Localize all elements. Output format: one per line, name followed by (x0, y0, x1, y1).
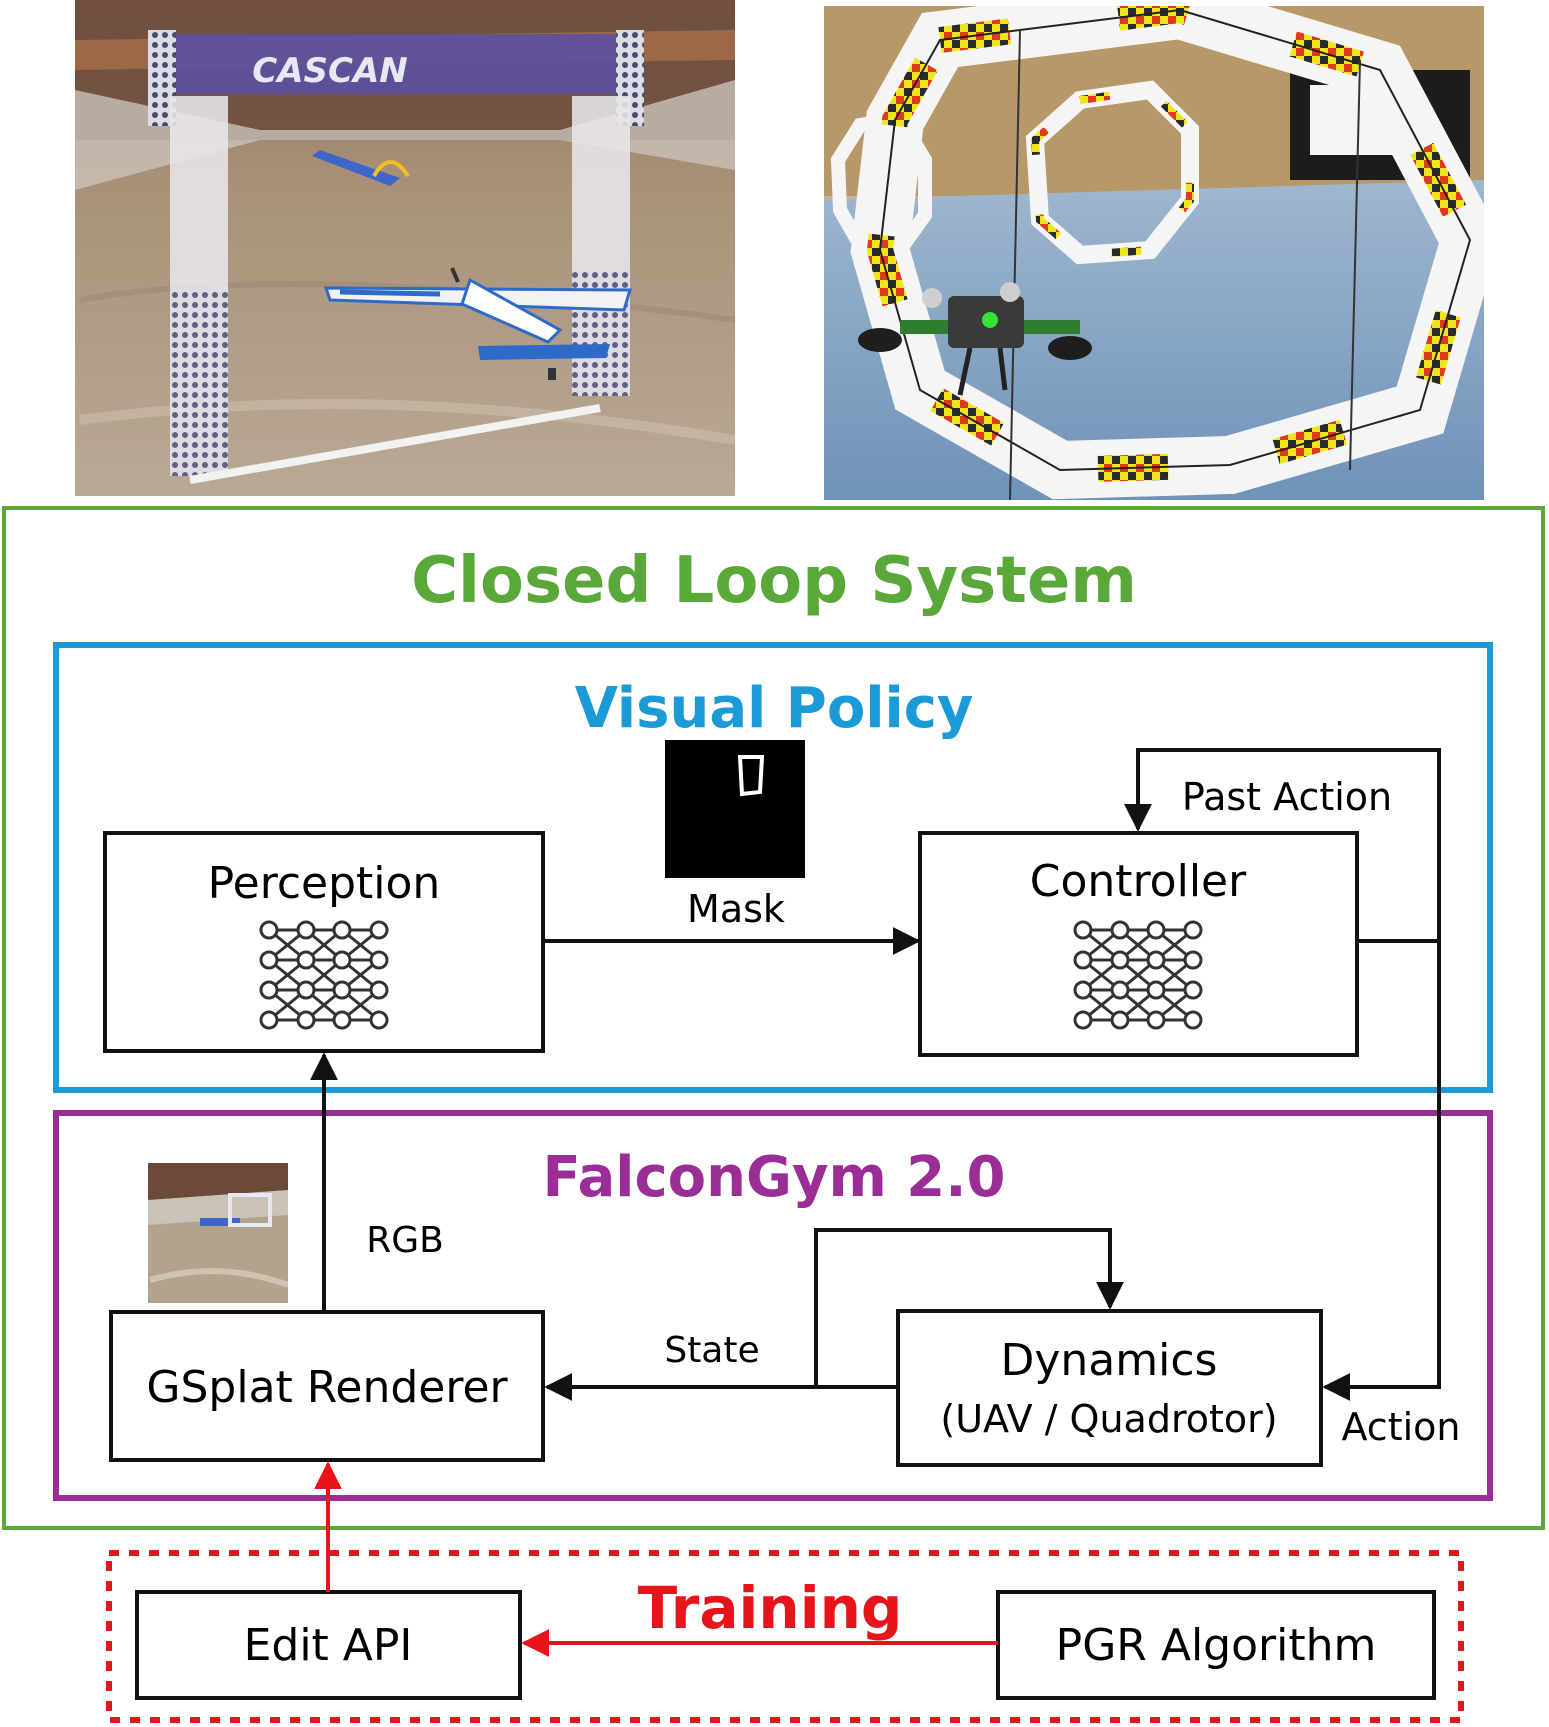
falcongym-frame (53, 1110, 1493, 1501)
nn-node (296, 920, 316, 940)
nn-node (1146, 980, 1166, 1000)
nn-node (1073, 980, 1093, 1000)
nn-node (1146, 1010, 1166, 1030)
closed-loop-frame (2, 506, 1545, 1530)
visual-policy-frame (53, 642, 1493, 1093)
pgr-algorithm-label: PGR Algorithm (1056, 1620, 1377, 1671)
controller-label: Controller (1030, 856, 1247, 907)
rgb-thumbnail (148, 1163, 288, 1303)
past-action-label: Past Action (1182, 775, 1392, 819)
nn-node (1183, 950, 1203, 970)
nn-node (1183, 1010, 1203, 1030)
nn-node (369, 1010, 389, 1030)
gsplat-renderer-box (109, 1310, 545, 1462)
nn-node (369, 980, 389, 1000)
nn-node (1146, 950, 1166, 970)
nn-node (332, 950, 352, 970)
gsplat-renderer-label: GSplat Renderer (146, 1362, 508, 1413)
nn-node (1146, 920, 1166, 940)
mask-label: Mask (687, 887, 785, 931)
nn-node (369, 920, 389, 940)
nn-node (1183, 980, 1203, 1000)
nn-node (259, 920, 279, 940)
neural-network-icon (1073, 920, 1203, 1030)
edit-api-label: Edit API (244, 1620, 413, 1671)
nn-node (1073, 950, 1093, 970)
nn-node (1073, 920, 1093, 940)
falcongym-title: FalconGym 2.0 (542, 1145, 1005, 1210)
perception-label: Perception (208, 858, 441, 909)
nn-node (369, 950, 389, 970)
rgb-label: RGB (366, 1220, 444, 1261)
dynamics-box (896, 1309, 1323, 1467)
nn-node (259, 980, 279, 1000)
nn-node (1110, 950, 1130, 970)
nn-node (1073, 1010, 1093, 1030)
dynamics-loop-arrow (814, 1228, 1124, 1387)
action-arrow (1322, 941, 1441, 1401)
nn-node (259, 1010, 279, 1030)
nn-node (1110, 920, 1130, 940)
nn-node (1110, 980, 1130, 1000)
nn-node (259, 950, 279, 970)
nn-node (332, 1010, 352, 1030)
nn-node (296, 980, 316, 1000)
training-title: Training (638, 1574, 903, 1642)
mask-image (665, 740, 805, 878)
state-label: State (664, 1330, 759, 1371)
nn-node (296, 1010, 316, 1030)
nn-node (332, 920, 352, 940)
past-action-arrow (1124, 748, 1441, 943)
airplane-icon (323, 267, 633, 380)
nn-node (332, 980, 352, 1000)
dynamics-sublabel: (UAV / Quadrotor) (940, 1397, 1277, 1441)
visual-policy-title: Visual Policy (575, 676, 974, 741)
pgr-algorithm-box (996, 1590, 1436, 1700)
nn-node (296, 950, 316, 970)
action-label: Action (1341, 1405, 1460, 1449)
nn-node (1183, 920, 1203, 940)
dynamics-label: Dynamics (1001, 1335, 1218, 1386)
neural-network-icon (259, 920, 389, 1030)
nn-node (1110, 1010, 1130, 1030)
banner-text: CASCAN (252, 51, 407, 91)
drone-icon (858, 282, 1092, 396)
fixed-wing-photo: CASCAN (75, 0, 735, 496)
edit-api-box (135, 1590, 522, 1700)
perception-box (103, 831, 545, 1053)
closed-loop-title: Closed Loop System (411, 544, 1137, 618)
quadrotor-photo (824, 6, 1484, 500)
